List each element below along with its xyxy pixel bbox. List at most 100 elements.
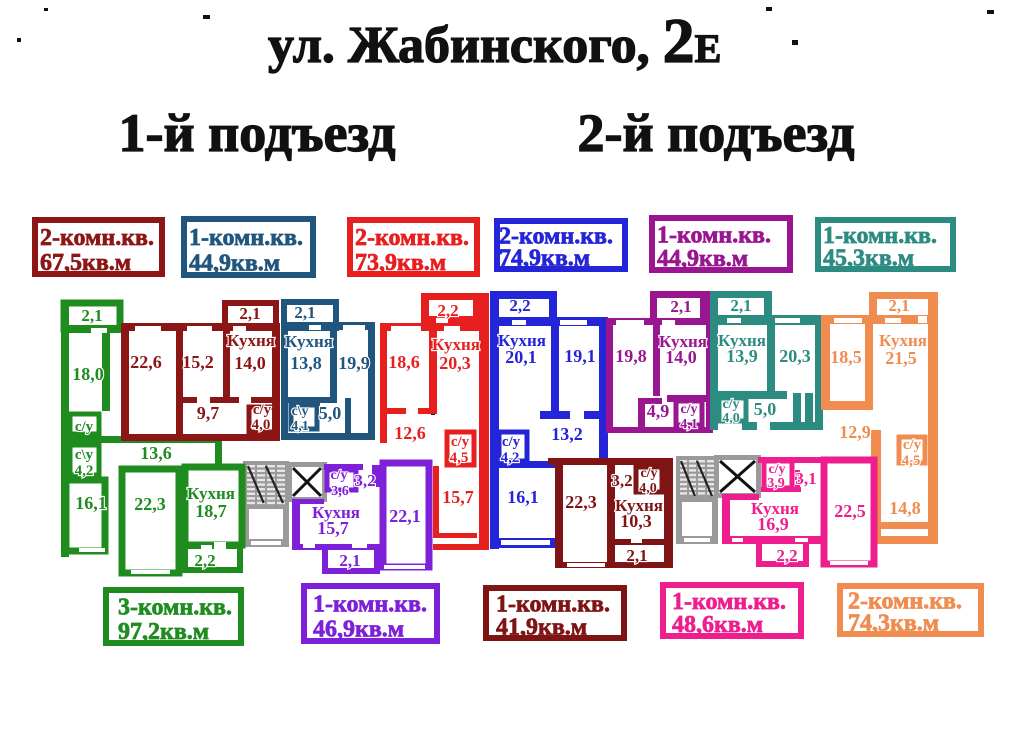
svg-text:1-комн.кв.: 1-комн.кв. — [496, 591, 610, 617]
svg-text:15,7: 15,7 — [442, 487, 474, 507]
svg-text:9,7: 9,7 — [197, 403, 220, 423]
svg-text:Кухня: Кухня — [432, 335, 480, 354]
svg-text:c\у: c\у — [291, 404, 308, 419]
svg-text:2,1: 2,1 — [888, 296, 909, 315]
svg-text:4,0: 4,0 — [252, 417, 271, 433]
svg-text:2-комн.кв.: 2-комн.кв. — [499, 223, 613, 249]
svg-text:22,3: 22,3 — [565, 492, 597, 512]
svg-text:44,9кв.м: 44,9кв.м — [189, 251, 280, 277]
svg-text:с/у: с/у — [330, 468, 347, 483]
svg-text:с/у: с/у — [75, 419, 94, 435]
svg-text:с/у: с/у — [903, 437, 922, 453]
svg-text:16,1: 16,1 — [507, 487, 539, 507]
svg-text:12,6: 12,6 — [394, 423, 426, 443]
svg-text:73,9кв.м: 73,9кв.м — [355, 250, 446, 276]
svg-text:18,0: 18,0 — [72, 364, 104, 384]
svg-text:4,5: 4,5 — [902, 453, 921, 469]
svg-text:с/у: с/у — [768, 462, 785, 477]
svg-text:2,1: 2,1 — [239, 304, 260, 323]
svg-text:ул. Жабинского, 2Е: ул. Жабинского, 2Е — [268, 5, 721, 76]
svg-text:41,9кв.м: 41,9кв.м — [496, 614, 587, 640]
svg-text:5,0: 5,0 — [319, 403, 342, 423]
svg-text:48,6кв.м: 48,6кв.м — [672, 612, 763, 638]
svg-text:Кухня: Кухня — [718, 331, 766, 350]
svg-text:2-комн.кв.: 2-комн.кв. — [848, 588, 962, 614]
svg-text:18,6: 18,6 — [388, 352, 420, 372]
svg-text:2,2: 2,2 — [509, 296, 530, 315]
svg-text:3,1: 3,1 — [795, 469, 816, 488]
svg-text:16,9: 16,9 — [757, 514, 789, 534]
svg-text:3,6: 3,6 — [331, 484, 349, 499]
svg-text:15,7: 15,7 — [317, 518, 349, 538]
svg-text:4,1: 4,1 — [291, 419, 309, 434]
svg-text:4,2: 4,2 — [501, 450, 520, 466]
svg-text:74,3кв.м: 74,3кв.м — [848, 611, 939, 637]
svg-text:12,9: 12,9 — [839, 422, 871, 442]
svg-text:10,3: 10,3 — [620, 511, 652, 531]
svg-text:15,2: 15,2 — [182, 352, 214, 372]
svg-text:4,1: 4,1 — [680, 417, 698, 432]
svg-text:2,2: 2,2 — [437, 301, 458, 320]
svg-text:1-комн.кв.: 1-комн.кв. — [672, 589, 786, 615]
svg-text:1-й подъезд: 1-й подъезд — [119, 103, 396, 163]
svg-text:2,1: 2,1 — [81, 306, 102, 325]
svg-text:1-комн.кв.: 1-комн.кв. — [823, 223, 937, 249]
svg-text:4,0: 4,0 — [639, 481, 657, 496]
svg-text:3,9: 3,9 — [767, 476, 785, 491]
svg-text:16,1: 16,1 — [75, 493, 107, 513]
svg-text:18,7: 18,7 — [195, 501, 227, 521]
svg-text:22,6: 22,6 — [130, 352, 162, 372]
svg-text:22,5: 22,5 — [834, 501, 866, 521]
svg-text:20,3: 20,3 — [779, 346, 811, 366]
svg-text:13,9: 13,9 — [726, 346, 758, 366]
svg-text:c\у: c\у — [75, 447, 94, 463]
svg-text:13,2: 13,2 — [551, 424, 583, 444]
svg-text:2,2: 2,2 — [194, 551, 215, 570]
svg-text:Кухня: Кухня — [751, 499, 799, 518]
svg-text:Кухня: Кухня — [312, 503, 360, 522]
svg-text:13,6: 13,6 — [140, 443, 172, 463]
svg-text:4,0: 4,0 — [722, 411, 740, 426]
svg-text:Кухня: Кухня — [879, 331, 927, 350]
svg-text:3-комн.кв.: 3-комн.кв. — [118, 595, 232, 621]
svg-text:3,2: 3,2 — [354, 471, 375, 490]
svg-text:13,8: 13,8 — [290, 353, 322, 373]
svg-text:Кухня: Кухня — [498, 331, 546, 350]
svg-text:19,1: 19,1 — [564, 346, 596, 366]
svg-text:2-комн.кв.: 2-комн.кв. — [40, 225, 154, 251]
svg-text:с/у: с/у — [502, 434, 521, 450]
svg-text:2,1: 2,1 — [294, 303, 315, 322]
svg-text:2,1: 2,1 — [339, 551, 360, 570]
svg-text:2,1: 2,1 — [670, 297, 691, 316]
svg-text:2-й подъезд: 2-й подъезд — [578, 103, 855, 163]
svg-text:2-комн.кв.: 2-комн.кв. — [355, 225, 469, 251]
svg-text:1-комн.кв.: 1-комн.кв. — [189, 225, 303, 251]
svg-text:2,2: 2,2 — [776, 546, 797, 565]
svg-text:с/у: с/у — [680, 402, 697, 417]
svg-text:1-комн.кв.: 1-комн.кв. — [657, 222, 771, 248]
svg-text:44,9кв.м: 44,9кв.м — [657, 246, 748, 272]
svg-text:21,5: 21,5 — [885, 348, 917, 368]
svg-text:Кухня: Кухня — [615, 496, 663, 515]
svg-text:2,1: 2,1 — [730, 296, 751, 315]
svg-text:19,9: 19,9 — [338, 353, 370, 373]
svg-text:с/у: с/у — [722, 397, 739, 412]
svg-text:14,8: 14,8 — [889, 498, 921, 518]
svg-text:с/у: с/у — [253, 402, 272, 418]
svg-text:с/у: с/у — [640, 466, 657, 481]
svg-text:14,0: 14,0 — [665, 347, 697, 367]
svg-text:3,2: 3,2 — [611, 471, 632, 490]
svg-text:1-комн.кв.: 1-комн.кв. — [313, 592, 427, 618]
svg-text:18,5: 18,5 — [830, 347, 862, 367]
svg-text:20,1: 20,1 — [505, 347, 537, 367]
svg-text:Кухня: Кухня — [227, 331, 275, 350]
svg-text:4,5: 4,5 — [450, 450, 469, 466]
svg-text:97,2кв.м: 97,2кв.м — [118, 619, 209, 645]
svg-text:22,1: 22,1 — [389, 506, 421, 526]
svg-text:20,3: 20,3 — [439, 353, 471, 373]
svg-text:19,8: 19,8 — [615, 346, 647, 366]
svg-text:2,1: 2,1 — [626, 546, 647, 565]
svg-text:74,9кв.м: 74,9кв.м — [499, 246, 590, 272]
svg-text:67,5кв.м: 67,5кв.м — [40, 250, 131, 276]
svg-text:5,0: 5,0 — [754, 399, 777, 419]
